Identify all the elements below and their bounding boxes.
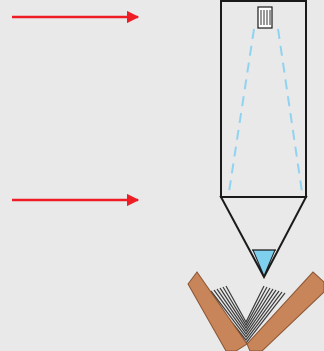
vessel-body [220,0,307,198]
tray-left-board [187,271,248,351]
tray-right-board [246,271,324,351]
spray-right-edge [277,28,303,193]
spray-nozzle-icon [257,6,273,29]
vessel-cone [219,196,308,280]
spray-left-edge [228,28,255,193]
collection-tray [187,271,324,351]
